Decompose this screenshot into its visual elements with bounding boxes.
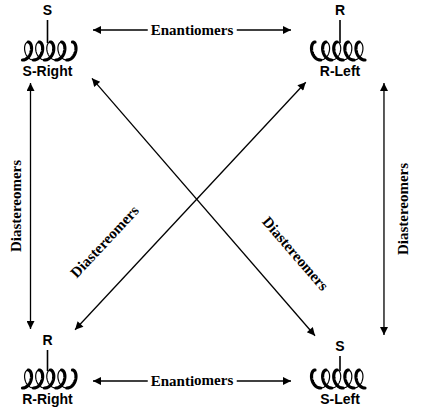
helix-front-strand: [345, 42, 354, 60]
substituent-bond: [339, 356, 341, 371]
relation-arrow: [75, 82, 306, 330]
substituent-bond: [47, 20, 49, 43]
helix-name: R-Right: [22, 391, 73, 408]
relation-label: Diastereomers: [65, 200, 144, 283]
helix-front-strand: [356, 370, 365, 388]
helix-front-strand: [56, 42, 65, 60]
substituent-bond: [47, 350, 49, 371]
helix-drawing: [23, 350, 76, 388]
helix-front-strand: [312, 370, 321, 388]
relation-label: Diastereomers: [394, 160, 411, 258]
helix-front-strand: [323, 370, 332, 388]
helix-front-strand: [44, 370, 53, 388]
helix-front-strand: [23, 42, 32, 60]
helix-front-strand: [312, 42, 321, 60]
helix-drawing: [312, 20, 365, 60]
helix-molecule: S S-Left: [294, 338, 386, 408]
helix-name: S-Left: [320, 391, 360, 408]
helix-molecule: R R-Right: [5, 332, 90, 408]
helix-drawing: [312, 356, 365, 388]
helix-front-strand: [67, 42, 76, 60]
helix-name: R-Left: [320, 63, 360, 80]
relation-label: Enantiomers: [148, 22, 237, 39]
helix-front-strand: [23, 370, 32, 388]
helix-front-strand: [33, 370, 42, 388]
helix-front-strand: [334, 370, 343, 388]
relation-arrow: [383, 83, 384, 335]
helix-front-strand: [56, 370, 65, 388]
chirality-label: S: [335, 338, 344, 355]
helix-front-strand: [323, 42, 332, 60]
helix-front-strand: [67, 370, 76, 388]
helix-molecule: R R-Left: [294, 2, 386, 80]
relation-label: Diastereomers: [7, 157, 24, 255]
helix-front-strand: [33, 42, 42, 60]
relation-label: Diastereomers: [256, 212, 333, 297]
helix-front-strand: [44, 42, 53, 60]
helix-name: S-Right: [23, 63, 73, 80]
chirality-label: S: [43, 2, 52, 19]
helix-front-strand: [345, 370, 354, 388]
relation-label: Enantiomers: [148, 372, 237, 389]
helix-front-strand: [356, 42, 365, 60]
chirality-label: R: [42, 332, 52, 349]
helix-front-strand: [334, 42, 343, 60]
chirality-label: R: [335, 2, 345, 19]
substituent-bond: [339, 20, 341, 43]
helix-drawing: [23, 20, 76, 60]
relation-arrow: [30, 83, 31, 329]
helix-molecule: S S-Right: [5, 2, 90, 80]
